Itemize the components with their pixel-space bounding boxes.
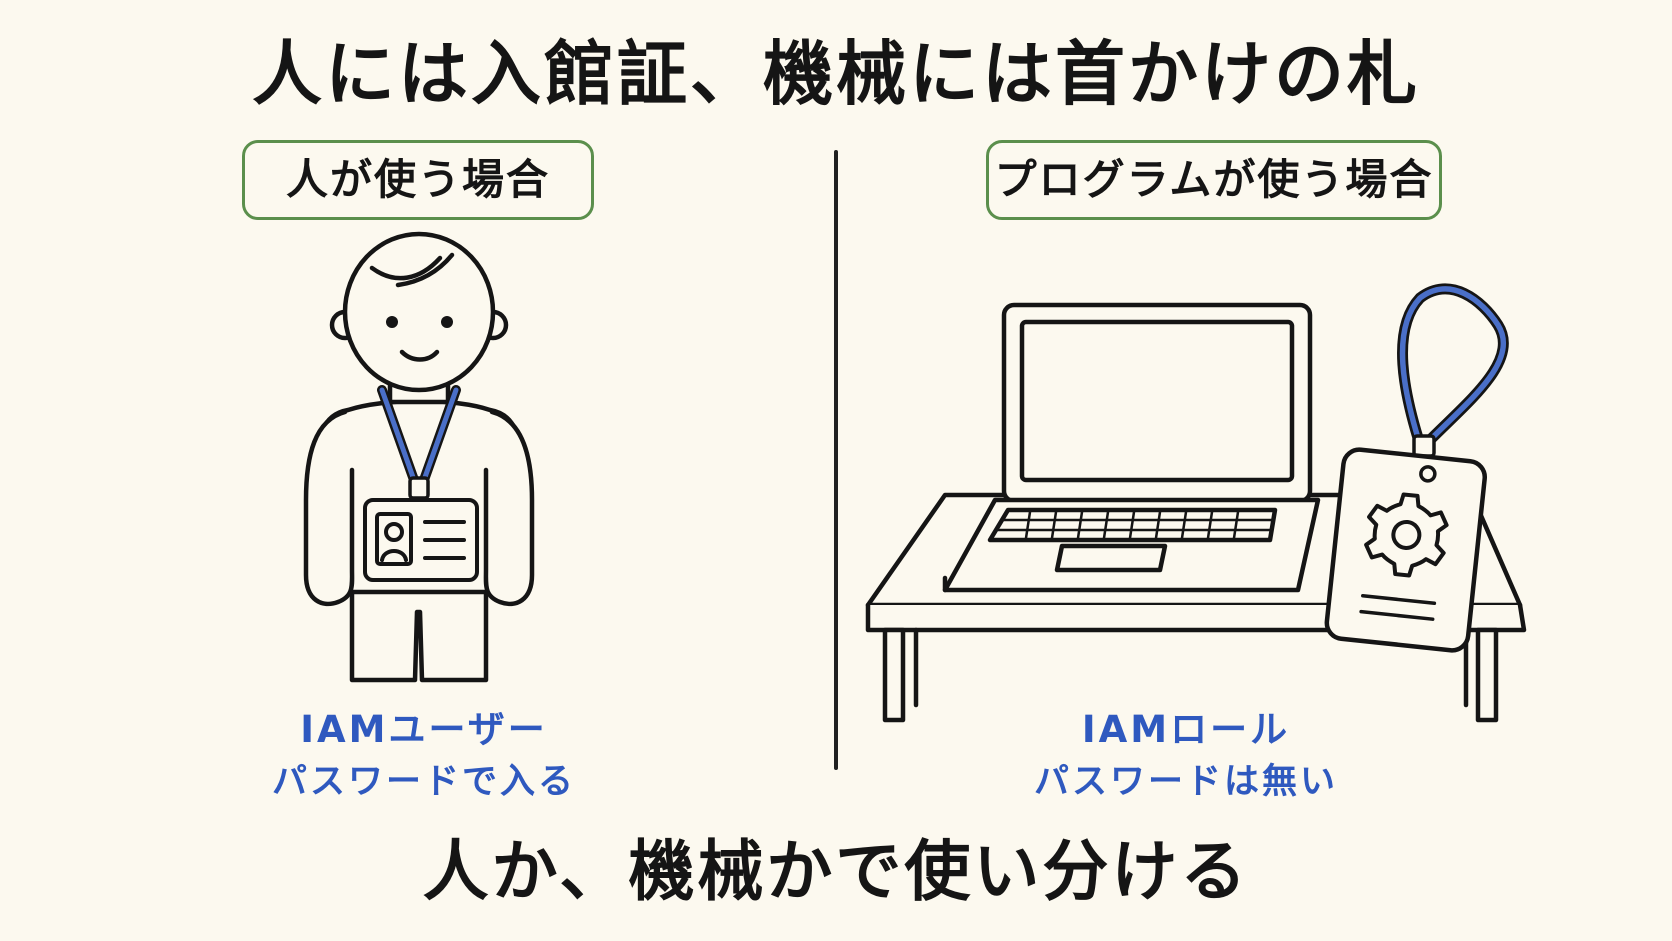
caption-sub: パスワードで入る xyxy=(271,762,576,802)
caption-sub: パスワードは無い xyxy=(1033,762,1338,802)
caption-main: IAMロール xyxy=(1081,708,1291,751)
lanyard xyxy=(377,385,461,500)
gear-badge-icon xyxy=(1324,447,1487,653)
person-figure xyxy=(303,231,535,683)
caption-main: IAMユーザー xyxy=(300,708,548,751)
laptop-icon xyxy=(942,302,1321,593)
page-title: 人には入館証、機械には首かけの札 xyxy=(252,33,1420,115)
lanyard xyxy=(1397,283,1509,476)
center-divider xyxy=(834,150,838,770)
id-badge-icon xyxy=(363,498,479,582)
footer-summary: 人か、機械かで使い分ける xyxy=(422,833,1250,910)
label-human-use: 人が使う場合 xyxy=(242,140,594,220)
caption-iam-role: IAMロール パスワードは無い xyxy=(976,704,1396,808)
label-program-use: プログラムが使う場合 xyxy=(986,140,1442,220)
caption-iam-user: IAMユーザー パスワードで入る xyxy=(214,704,634,808)
